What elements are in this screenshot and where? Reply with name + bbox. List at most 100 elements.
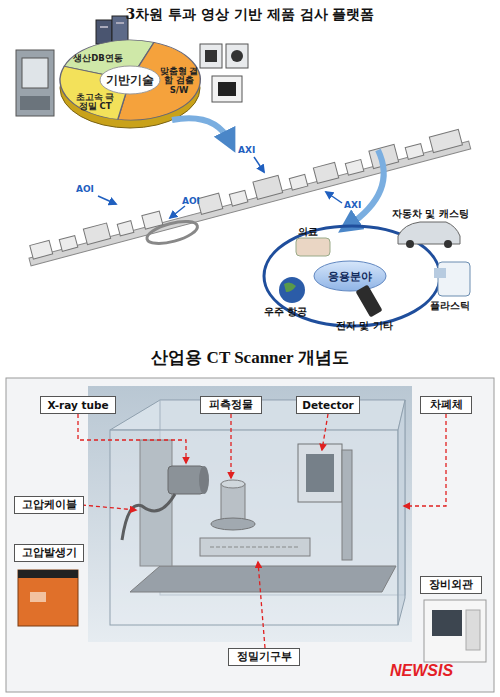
equipment-photo-part xyxy=(466,610,480,650)
scanner-images-part xyxy=(218,82,236,96)
server-icon-part xyxy=(100,26,108,28)
application-center xyxy=(314,261,386,291)
application-images-part xyxy=(434,268,446,278)
watermark: NEWSIS xyxy=(390,662,490,680)
application-label: 플라스틱 xyxy=(430,300,490,313)
flow-arrow xyxy=(348,150,384,226)
node-text: 기반기술 xyxy=(106,72,154,89)
application-images-part xyxy=(355,285,382,318)
application-center: 응용분야 xyxy=(316,264,384,288)
scanner-images-part xyxy=(231,50,243,62)
node-text: Detector xyxy=(302,399,354,411)
generator-image-part xyxy=(30,592,46,602)
node-text: 응용분야 xyxy=(328,269,372,284)
production-line-part xyxy=(59,236,78,252)
pie-segment: 초고속 극정밀 CT xyxy=(72,90,118,114)
section-heading: 산업용 CT Scanner 개념도 xyxy=(0,346,500,369)
leader-lines-part xyxy=(78,414,186,463)
node-text: 정밀기구부 xyxy=(237,650,292,664)
production-line xyxy=(25,126,474,279)
scanner-images-part xyxy=(226,44,248,68)
equipment-photo-part xyxy=(424,600,486,662)
core-pie-part xyxy=(60,40,200,120)
leader-lines-part xyxy=(258,562,265,648)
inspection-label: AOI xyxy=(76,184,106,194)
server-icon-part xyxy=(96,20,112,44)
leader-lines-part xyxy=(404,414,446,506)
inspection-label: AXI xyxy=(238,145,268,155)
production-line-part xyxy=(83,223,110,245)
production-line-part xyxy=(117,221,134,236)
application-images-part xyxy=(438,262,470,296)
production-line-part xyxy=(29,141,471,266)
production-line-part xyxy=(30,240,53,259)
node-text: 고압케이블 xyxy=(22,498,77,512)
callout-box: 정밀기구부 xyxy=(228,648,300,666)
application-images-part xyxy=(444,240,452,248)
generator-image xyxy=(18,570,78,626)
node-text: 생산DB연동 xyxy=(73,54,123,63)
scanner-images-part xyxy=(205,50,217,62)
callout-box: 피측정물 xyxy=(200,396,262,414)
callout-box: 차폐체 xyxy=(420,396,472,414)
render-background xyxy=(88,386,412,642)
node-text: 장비외관 xyxy=(429,578,473,592)
panel-frame xyxy=(6,378,494,692)
production-line-part xyxy=(197,193,222,214)
node-text: 초고속 극정밀 CT xyxy=(72,93,118,112)
production-line-part xyxy=(405,144,424,160)
generator-image-part xyxy=(18,570,78,626)
node-text: 차폐체 xyxy=(430,398,463,412)
scanner-images-part xyxy=(212,76,242,102)
generator-image-part xyxy=(18,570,78,578)
node-text: X-ray tube xyxy=(47,399,108,411)
production-line-part xyxy=(429,129,462,152)
production-line-part xyxy=(229,190,248,206)
ct-scanner-part xyxy=(110,430,398,625)
core-pie xyxy=(60,40,200,128)
application-images-part xyxy=(398,222,460,244)
scanner-images-part xyxy=(200,44,222,68)
core-pie-part xyxy=(100,66,160,94)
production-line-part xyxy=(142,211,163,229)
leader-lines xyxy=(78,414,446,648)
pie-segment: 생산DB연동 xyxy=(70,52,126,66)
inspection-arrows-part xyxy=(254,157,264,172)
ct-machine-image-part xyxy=(22,58,48,88)
ct-machine-image-part xyxy=(16,50,54,116)
callout-box: X-ray tube xyxy=(40,396,116,414)
application-images-part xyxy=(279,277,305,303)
application-images-part xyxy=(284,282,296,292)
inspection-arrows xyxy=(98,157,342,218)
application-images-part xyxy=(296,238,330,256)
inspection-arrows-part xyxy=(170,206,185,218)
production-line-part xyxy=(313,162,338,183)
leader-lines-part xyxy=(322,414,328,450)
node-text: 맞춤형 결함 검출 S/W xyxy=(158,67,200,95)
core-center: 기반기술 xyxy=(100,68,160,92)
node-text: 고압발생기 xyxy=(22,546,77,560)
inspection-label: AOI xyxy=(182,196,212,206)
diagram-title: 3차원 투과 영상 기반 제품 검사 플랫폼 xyxy=(0,6,500,24)
server-icon-part xyxy=(116,22,124,24)
scanner-images xyxy=(200,44,248,102)
flow-arrow xyxy=(172,118,230,142)
inspection-arrows-part xyxy=(98,196,116,204)
inspection-arrows-part xyxy=(326,192,342,203)
application-images-part xyxy=(406,240,414,248)
leader-lines-part xyxy=(82,505,136,510)
production-line-part xyxy=(253,175,283,199)
application-label: 우주 항공 xyxy=(264,306,324,319)
application-label: 자동차 및 캐스팅 xyxy=(392,208,492,221)
application-label: 의료 xyxy=(298,226,338,239)
ct-machine-image xyxy=(16,50,54,116)
ct-machine-image-part xyxy=(20,96,50,110)
callout-box: 고압발생기 xyxy=(14,544,84,562)
equipment-photo xyxy=(424,600,486,662)
pie-segment: 맞춤형 결함 검출 S/W xyxy=(158,60,200,102)
ct-scanner xyxy=(110,400,405,625)
application-label: 전자 및 기타 xyxy=(336,320,416,333)
leader-lines-part xyxy=(230,414,231,478)
inspection-label: AXI xyxy=(344,200,374,210)
